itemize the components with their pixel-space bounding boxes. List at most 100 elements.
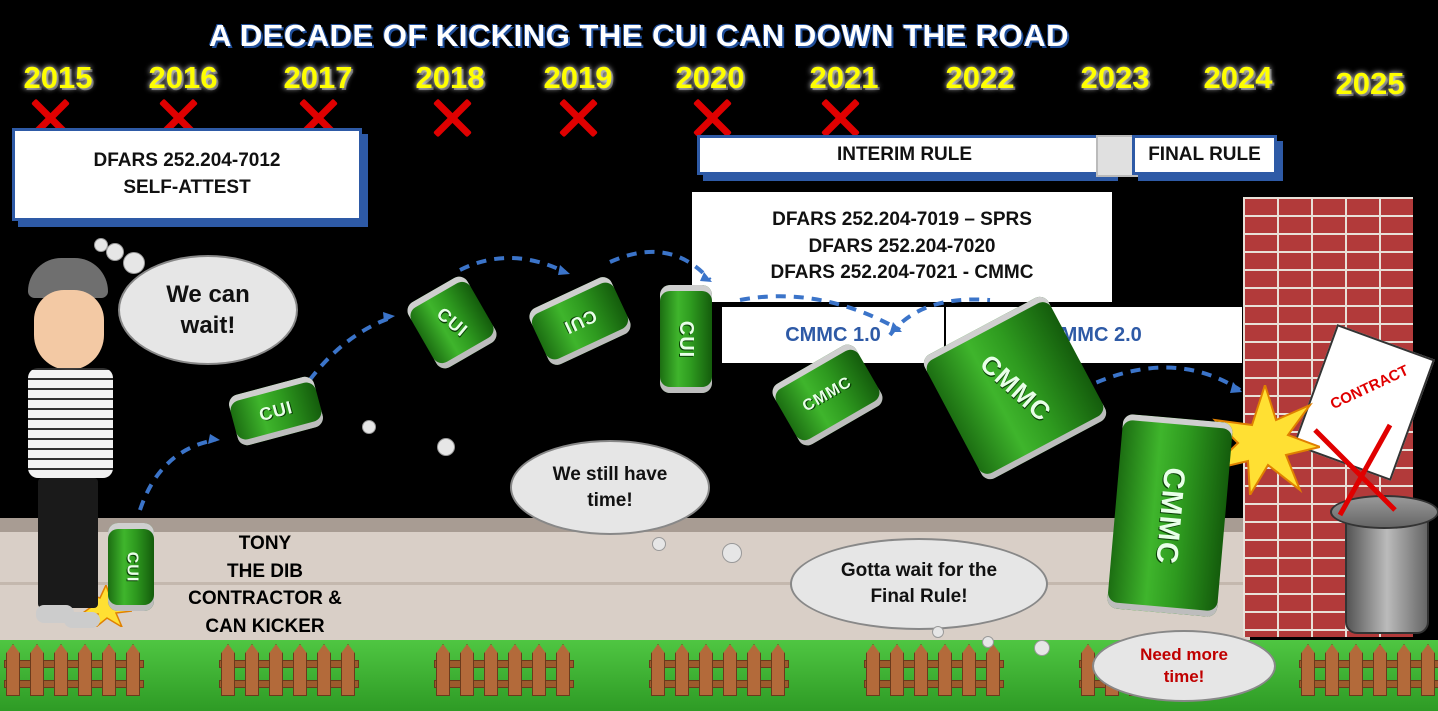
year-2017: 2017: [283, 60, 353, 95]
shoe-icon: [64, 612, 100, 628]
thought-bubble: [123, 252, 145, 274]
fence-post: [245, 644, 259, 696]
fence-post: [460, 644, 474, 696]
fence-post: [675, 644, 689, 696]
thought-bubble: [932, 626, 944, 638]
can-label: CMMC: [799, 373, 855, 416]
fence-post: [890, 644, 904, 696]
dfars-line1: DFARS 252.204-7019 – SPRS: [772, 209, 1032, 231]
trajectory-arc: [138, 438, 216, 511]
contract-cross-icon: [1313, 423, 1397, 517]
year-2024: 2024: [1203, 60, 1273, 95]
can-label: CUI: [560, 305, 600, 338]
fence-post: [508, 644, 522, 696]
dfars-clauses-box: DFARS 252.204-7019 – SPRS DFARS 252.204-…: [692, 192, 1112, 302]
character-caption: TONY THE DIB CONTRACTOR & CAN KICKER: [170, 530, 360, 640]
year-2020: 2020: [675, 60, 745, 95]
year-2019: 2019: [543, 60, 613, 95]
fence-post: [436, 644, 450, 696]
can-label: CMMC: [1149, 465, 1192, 566]
trash-can-icon: [1345, 515, 1429, 634]
thought-bubble: [652, 537, 666, 551]
fence-post: [221, 644, 235, 696]
cmmc-can-icon: CMMC: [1106, 413, 1234, 618]
page-title: A DECADE OF KICKING THE CUI CAN DOWN THE…: [208, 18, 1070, 53]
fence-rail: [434, 660, 574, 668]
year-2018: 2018: [415, 60, 485, 95]
fence-post: [1397, 644, 1411, 696]
caption-line: THE DIB: [227, 560, 303, 582]
year-2025: 2025: [1335, 66, 1405, 101]
cmmc-2-label: CMMC 2.0: [1046, 323, 1142, 346]
thought-bubble: [437, 438, 455, 456]
can-label: CUI: [432, 303, 472, 341]
trajectory-arc: [739, 294, 901, 332]
dfars-line2: DFARS 252.204-7020: [808, 235, 996, 257]
final-rule-label: FINAL RULE: [1148, 143, 1261, 165]
fence-rail: [864, 660, 1004, 668]
fence-post: [866, 644, 880, 696]
thought-bubble: [106, 243, 124, 261]
fence-post: [747, 644, 761, 696]
interim-rule-label: INTERIM RULE: [836, 143, 973, 165]
thought-cloud-final-rule: Gotta wait for the Final Rule!: [790, 538, 1048, 630]
cui-can-icon: CUI: [660, 285, 712, 393]
year-2016: 2016: [148, 60, 218, 95]
fence-rail: [1299, 680, 1438, 688]
trajectory-arc: [459, 256, 566, 274]
fence-post: [54, 644, 68, 696]
thought-cloud-can-wait: We can wait!: [118, 255, 298, 365]
pants-icon: [38, 478, 98, 608]
fence-post: [126, 644, 140, 696]
year-2023: 2023: [1080, 60, 1150, 95]
fence-post: [938, 644, 952, 696]
fence-post: [771, 644, 785, 696]
fence-rail: [649, 680, 789, 688]
fence-post: [914, 644, 928, 696]
fence-post: [556, 644, 570, 696]
thought-text: Gotta wait for the Final Rule!: [840, 560, 998, 607]
fence-rail: [4, 680, 144, 688]
year-2015: 2015: [23, 60, 93, 95]
thought-text: We still have time!: [552, 463, 668, 511]
year-2021: 2021: [809, 60, 879, 95]
fence-post: [269, 644, 283, 696]
thought-text: Need more time!: [1140, 644, 1228, 686]
fence-rail: [434, 680, 574, 688]
trajectory-arc: [1079, 365, 1242, 392]
fence-rail: [649, 660, 789, 668]
cmmc-1-label: CMMC 1.0: [785, 323, 881, 346]
caption-line: TONY: [238, 533, 292, 554]
year-2022: 2022: [945, 60, 1015, 95]
trajectory-arc: [288, 316, 391, 411]
sidewalk-line: [0, 582, 1250, 585]
fence-post: [699, 644, 713, 696]
fence-rail: [864, 680, 1004, 688]
fence-post: [30, 644, 44, 696]
fence-post: [1325, 644, 1339, 696]
can-label: CUI: [256, 396, 295, 425]
fence-post: [78, 644, 92, 696]
self-attest-line2: SELF-ATTEST: [123, 176, 251, 198]
caption-line: CONTRACTOR &: [188, 588, 342, 610]
thought-cloud-more-time: Need more time!: [1092, 630, 1276, 702]
thought-bubble: [362, 420, 376, 434]
fence-post: [1421, 644, 1435, 696]
fence-post: [6, 644, 20, 696]
fence-post: [293, 644, 307, 696]
fence-post: [962, 644, 976, 696]
trajectory-arc: [609, 249, 712, 282]
self-attest-line1: DFARS 252.204-7012: [93, 149, 281, 171]
thought-bubble: [1034, 640, 1050, 656]
can-label: CUI: [123, 551, 140, 583]
self-attest-box: DFARS 252.204-7012 SELF-ATTEST: [12, 128, 362, 221]
fence-post: [317, 644, 331, 696]
fence-post: [1301, 644, 1315, 696]
fence-post: [484, 644, 498, 696]
thought-bubble: [722, 543, 742, 563]
fence-post: [1349, 644, 1363, 696]
fence-post: [341, 644, 355, 696]
thought-text: We can wait!: [166, 280, 250, 339]
fence-rail: [4, 660, 144, 668]
cui-can-icon: CUI: [108, 523, 154, 611]
